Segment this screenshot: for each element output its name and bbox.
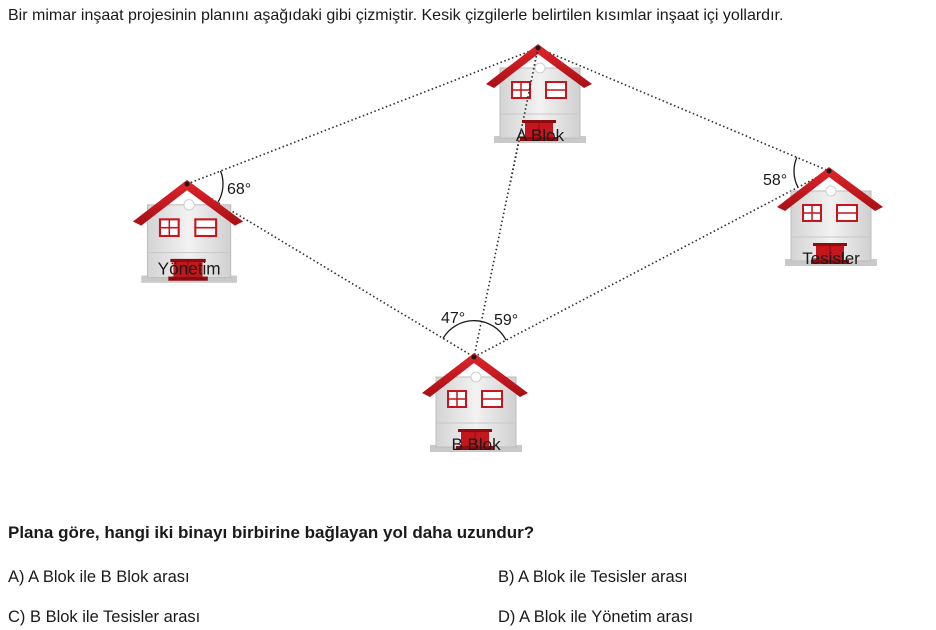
- road-a-blok-tesisler: [537, 47, 830, 172]
- yonetim-label: Yönetim: [158, 258, 221, 278]
- roads: [186, 47, 830, 358]
- intro-text: Bir mimar inşaat projesinin planını aşağ…: [8, 7, 784, 24]
- tesisler-label: Tesisler: [802, 249, 860, 268]
- option-d[interactable]: D) A Blok ile Yönetim arası: [498, 608, 694, 626]
- road-b-blok-tesisler: [473, 170, 830, 358]
- a-blok-label: A Blok: [516, 126, 565, 145]
- building-a-blok: A Blok: [485, 43, 593, 145]
- question-text: Plana göre, hangi iki binayı birbirine b…: [8, 523, 535, 542]
- option-a[interactable]: A) A Blok ile B Blok arası: [8, 568, 190, 586]
- building-yonetim: Yönetim: [131, 178, 245, 284]
- angle-arc-tesisler: [793, 157, 799, 188]
- road-a-blok-b-blok: [473, 47, 539, 358]
- angle-label-yonetim: 68°: [227, 181, 251, 198]
- road-yonetim-a-blok: [186, 47, 539, 185]
- angle-arc-yonetim: [217, 170, 224, 203]
- site-plan-diagram: A Blok Yönetim Tesisler B Blok 68° 58° 4…: [131, 43, 884, 454]
- angle-label-b-left: 47°: [441, 310, 465, 327]
- b-blok-label: B Blok: [451, 435, 501, 454]
- angle-arc-b-blok: [442, 320, 507, 341]
- angle-label-tesisler: 58°: [763, 172, 787, 189]
- angle-label-b-right: 59°: [494, 312, 518, 329]
- option-b[interactable]: B) A Blok ile Tesisler arası: [498, 568, 688, 586]
- building-tesisler: Tesisler: [776, 166, 884, 268]
- option-c[interactable]: C) B Blok ile Tesisler arası: [8, 608, 201, 626]
- building-b-blok: B Blok: [421, 352, 529, 454]
- road-yonetim-b-blok: [186, 183, 475, 358]
